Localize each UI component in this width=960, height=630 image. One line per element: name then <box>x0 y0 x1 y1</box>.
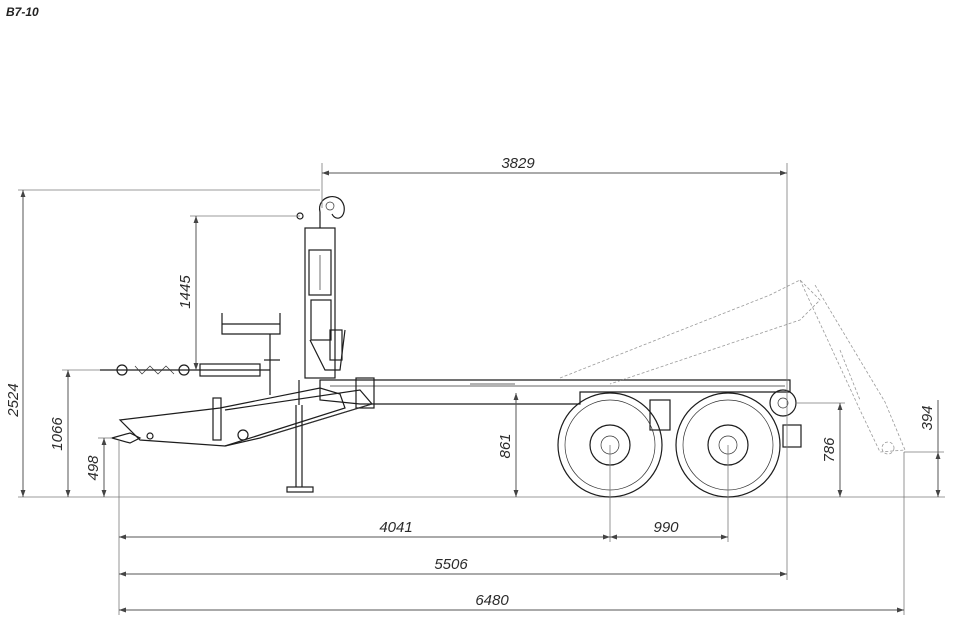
dim-axle-spacing: 990 <box>610 519 728 540</box>
dim-label-5506: 5506 <box>434 556 468 573</box>
dim-tow-eye-height: 498 <box>85 437 112 497</box>
dim-front-to-rear-frame: 5506 <box>119 556 787 577</box>
dim-hook-height: 1445 <box>177 215 300 370</box>
drawing-title: B7-10 <box>6 5 39 19</box>
dim-overall-height: 2524 <box>5 189 320 497</box>
dim-label-861: 861 <box>497 433 514 458</box>
dim-label-990: 990 <box>653 519 679 536</box>
dim-label-498: 498 <box>85 455 102 481</box>
dim-label-1066: 1066 <box>49 417 66 451</box>
dim-label-2524: 2524 <box>5 383 22 417</box>
dim-rear-pivot-height: 786 <box>796 402 845 497</box>
dim-label-3829: 3829 <box>501 155 535 172</box>
dim-label-6480: 6480 <box>475 592 509 609</box>
dim-front-to-first-axle: 4041 <box>119 519 610 540</box>
dim-hook-to-rear: 3829 <box>321 155 788 497</box>
dim-label-4041: 4041 <box>379 519 412 536</box>
dim-frame-height: 861 <box>497 393 519 497</box>
dim-label-786: 786 <box>821 437 838 463</box>
dim-label-1445: 1445 <box>177 275 194 309</box>
dim-rear-arm-offset: 394 <box>904 400 944 497</box>
dim-label-394: 394 <box>919 405 936 430</box>
dim-drawbar-height: 1066 <box>49 369 100 497</box>
trailer-outline <box>100 196 906 493</box>
dim-overall-length: 6480 <box>119 592 904 613</box>
